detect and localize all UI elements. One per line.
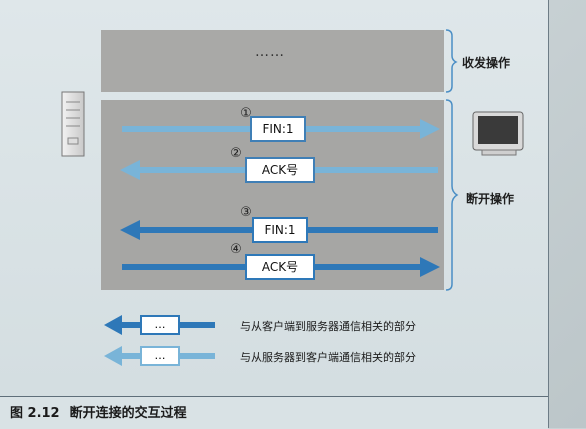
legend-box-client-to-server: … (140, 315, 180, 335)
step-1-marker: ① (240, 106, 252, 121)
legend-box-server-to-client: … (140, 346, 180, 366)
figure-number: 图 2.12 (10, 406, 60, 421)
message-box-ack-2: ACK号 (245, 157, 315, 183)
message-box-fin-1: FIN:1 (250, 116, 306, 142)
server-icon (61, 91, 85, 157)
figure-caption: 图 2.12 断开连接的交互过程 (10, 402, 187, 421)
brace-send-receive (445, 29, 458, 93)
step-2-marker: ② (230, 146, 242, 161)
send-receive-label: 收发操作 (462, 56, 511, 70)
legend-text-server-to-client: 与从服务器到客户端通信相关的部分 (240, 351, 416, 364)
monitor-icon (472, 111, 524, 156)
step-4-marker: ④ (230, 242, 242, 257)
figure-title: 断开连接的交互过程 (69, 406, 187, 421)
caption-bar (0, 396, 548, 429)
message-box-ack-4: ACK号 (245, 254, 315, 280)
brace-disconnect (445, 99, 459, 291)
message-box-fin-3: FIN:1 (252, 217, 308, 243)
disconnect-label: 断开操作 (466, 192, 515, 206)
step-3-marker: ③ (240, 205, 252, 220)
legend-text-client-to-server: 与从客户端到服务器通信相关的部分 (240, 320, 416, 333)
send-receive-band (101, 30, 444, 92)
ellipsis-text: …… (255, 44, 285, 60)
